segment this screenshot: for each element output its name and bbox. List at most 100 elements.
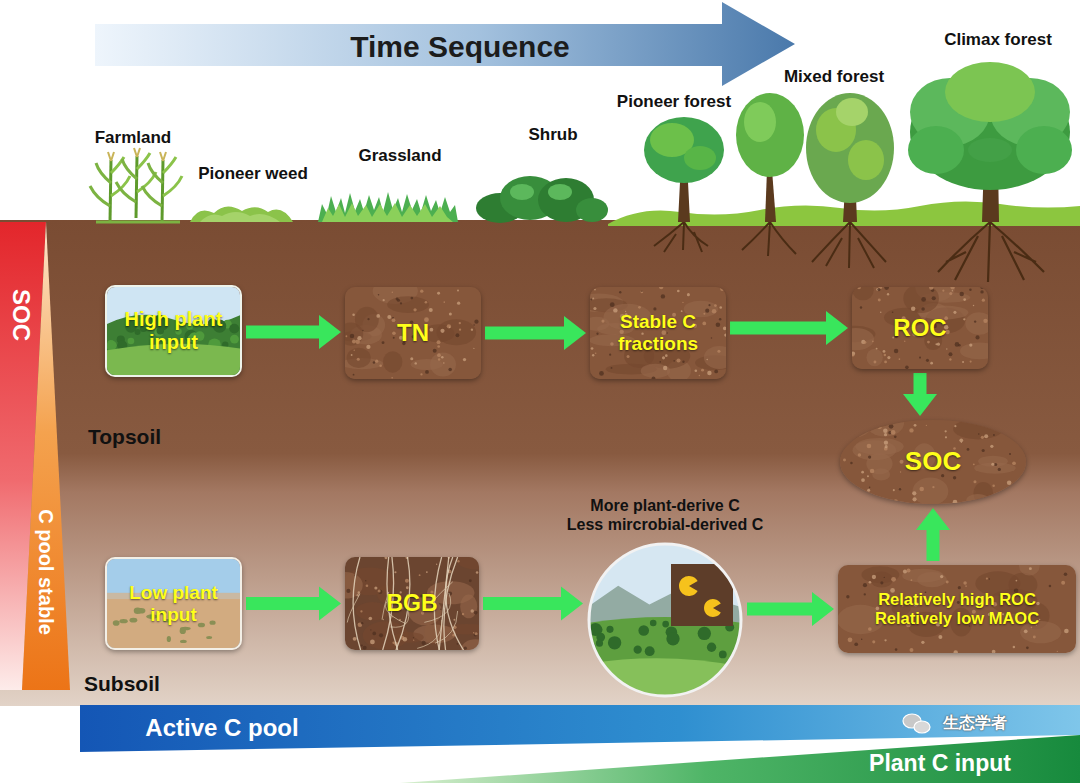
soil-pool-box-picture	[362, 330, 363, 331]
carbon-source-circle-picture	[662, 621, 669, 628]
grassland-grass	[318, 192, 458, 222]
soil-pool-box-picture	[1057, 651, 1058, 652]
arrow-head	[826, 311, 848, 345]
soil-pool-box-picture	[661, 294, 665, 298]
soil-pool-box-picture	[665, 354, 668, 357]
soil-pool-box-picture	[437, 353, 441, 357]
soil-pool-box-picture	[876, 348, 878, 350]
soil-pool-box-picture	[857, 287, 861, 289]
soc-ellipse-picture	[974, 422, 975, 423]
biomass-box-picture	[474, 611, 478, 615]
soil-pool-box-picture	[1033, 636, 1036, 639]
soil-pool-box-picture	[1061, 581, 1065, 585]
soil-pool-box-picture	[449, 327, 451, 329]
plant-input-box-picture	[210, 620, 216, 624]
carbon-source-circle-picture	[638, 625, 649, 636]
soil-pool-box-picture	[437, 345, 440, 348]
soil-pool-box-picture	[352, 313, 355, 316]
flow-arrow	[246, 315, 341, 349]
soil-pool-box-picture	[958, 344, 961, 347]
watermark-icon	[914, 721, 930, 733]
biomass-box-picture	[473, 632, 475, 634]
soil-pool-box-picture	[963, 581, 967, 585]
biomass-box-picture	[363, 646, 367, 650]
heading-text: Less mircrobial-derived C	[567, 516, 764, 534]
soc-ellipse-picture	[982, 449, 985, 452]
soc-ellipse-picture	[867, 489, 870, 492]
biomass-box-picture	[361, 645, 363, 647]
soc-ellipse-picture	[889, 424, 894, 429]
arrow-head	[903, 394, 937, 416]
soc-ellipse-picture	[868, 455, 871, 458]
watermark: 生态学者	[943, 714, 1007, 732]
arrow-head	[812, 592, 834, 626]
arrow-head	[319, 587, 341, 621]
soil-pool-box-picture	[392, 331, 396, 335]
soil-pool-box-picture	[1039, 619, 1040, 620]
soc-ellipse-picture	[909, 428, 913, 432]
soil-pool-box-picture	[852, 328, 874, 350]
soil-pool-box-picture	[619, 291, 621, 293]
pioneer-forest-tree	[644, 117, 724, 252]
soc-ellipse-picture	[1002, 495, 1007, 500]
biomass-box-picture	[457, 557, 479, 569]
arrow-head	[319, 315, 341, 349]
soil-pool-box-picture	[880, 311, 882, 313]
soil-pool-box-picture	[894, 349, 898, 353]
soil-pool-box-picture	[456, 333, 460, 337]
soil-pool-box-picture	[973, 305, 974, 306]
biomass-box-picture	[394, 632, 424, 643]
carbon-source-circle-picture	[707, 643, 716, 652]
soil-pool-box-picture	[940, 575, 943, 578]
node-text: Low plant input	[115, 582, 232, 626]
soil-pool-box-picture	[1049, 585, 1052, 588]
biomass-box-picture	[426, 571, 428, 573]
soil-pool-box-picture	[703, 313, 705, 315]
soil-pool-box-picture	[474, 320, 478, 324]
soil-pool-box-picture	[677, 290, 680, 293]
c-pool-gradient-bar	[22, 222, 70, 690]
soc-ellipse-picture	[932, 486, 934, 488]
soc-ellipse-picture	[884, 433, 887, 436]
soil-pool-box-picture	[411, 297, 414, 300]
soc-ellipse-picture	[926, 425, 927, 426]
soil-pool-box-picture	[590, 317, 609, 331]
stage-label: Pioneer weed	[198, 165, 308, 184]
soil-pool-box-picture	[958, 586, 961, 589]
plant-input-box-picture	[107, 287, 240, 375]
stage-label: Mixed forest	[784, 68, 884, 87]
soil-pool-box-picture	[1019, 565, 1040, 576]
soil-pool-box-picture	[393, 337, 395, 339]
soil-pool-box-picture	[963, 318, 965, 320]
biomass-box-picture	[347, 594, 360, 623]
soil-pool-box-picture	[983, 319, 987, 323]
soil-pool-box-picture	[411, 359, 443, 370]
soc-ellipse-picture	[913, 497, 917, 501]
node-text: BGB	[386, 590, 437, 616]
soil-pool-box-picture	[953, 311, 956, 314]
plant-input-box-picture	[198, 623, 205, 628]
soil-pool-box-picture	[868, 627, 872, 631]
soil-pool-box-picture	[707, 371, 711, 375]
soil-pool-box-picture	[905, 366, 909, 369]
soil-pool-box-picture	[863, 341, 866, 344]
biomass-box-picture	[435, 611, 458, 643]
soil-pool-box-picture	[878, 299, 881, 302]
soil-pool-box-picture	[592, 354, 594, 356]
soil-pool-box-picture	[353, 374, 355, 376]
biomass-box-picture	[413, 639, 414, 640]
soc-ellipse-picture	[870, 420, 874, 422]
soil-pool-box-picture	[400, 302, 402, 304]
biomass-box-picture	[419, 574, 421, 576]
soc-ellipse-picture	[953, 476, 956, 479]
soil-pool-box-picture	[930, 362, 933, 365]
soil-pool-box-picture	[601, 320, 604, 323]
soc-ellipse-picture	[893, 489, 895, 491]
soil-pool-box-picture	[719, 306, 722, 309]
biomass-box-picture	[346, 589, 350, 593]
soil-pool-box-picture	[880, 581, 883, 584]
plant-input-box-picture	[229, 324, 239, 334]
soc-ellipse-picture	[861, 471, 864, 474]
soil-pool-box-picture	[354, 350, 355, 351]
soil-pool-box-picture	[437, 319, 477, 345]
